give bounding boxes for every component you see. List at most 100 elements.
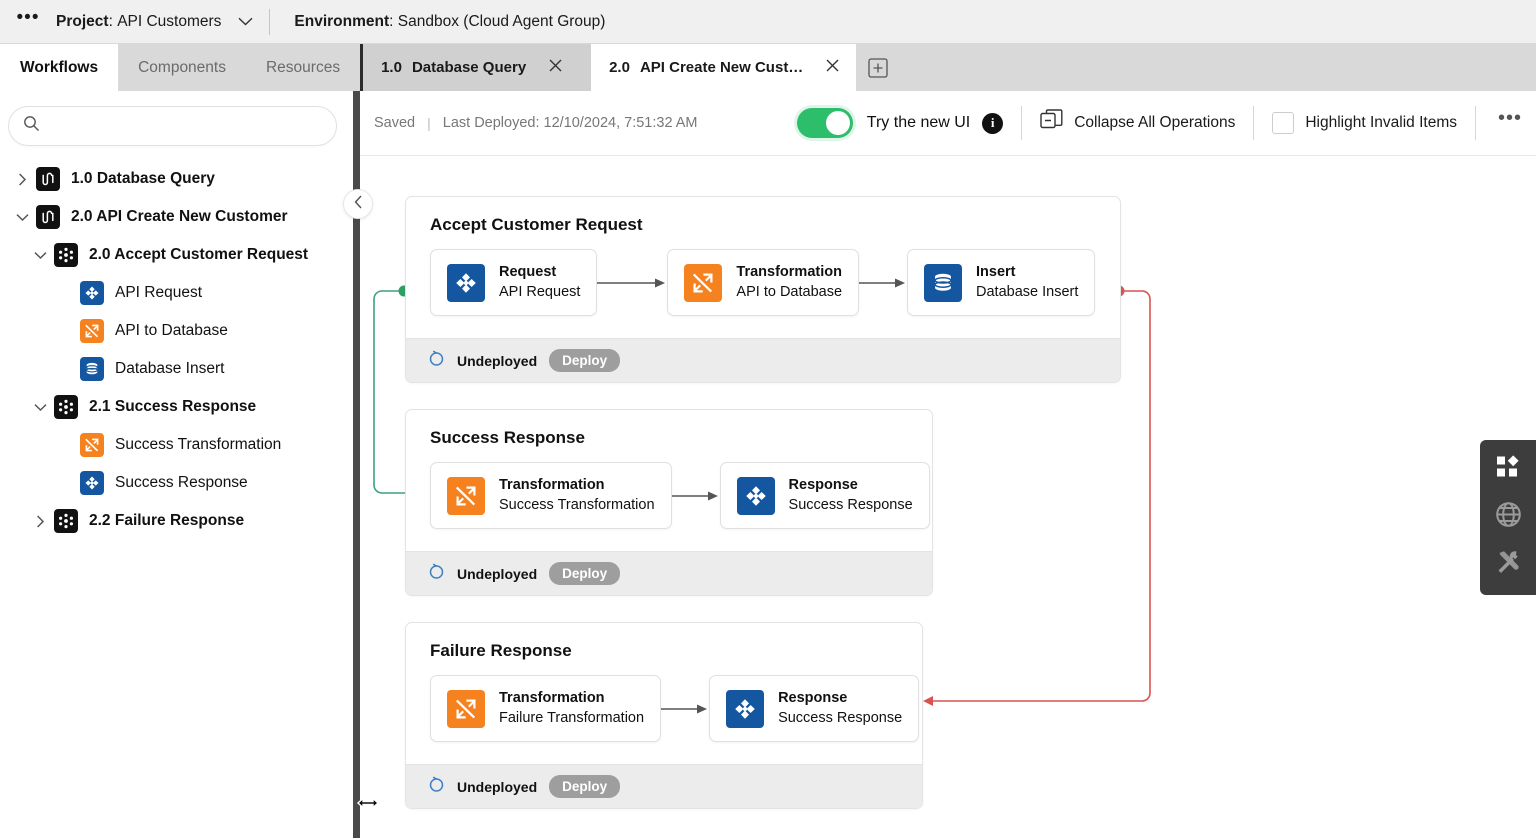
deploy-status-label: Undeployed (457, 565, 538, 582)
api-request-icon (726, 689, 765, 728)
tree-item-success-response[interactable]: Success Response (0, 464, 353, 502)
highlight-invalid-items-toggle[interactable]: Highlight Invalid Items (1272, 112, 1457, 134)
deploy-button[interactable]: Deploy (549, 775, 621, 799)
tree-item-api-request[interactable]: API Request (0, 274, 353, 312)
environment-name: Sandbox (Cloud Agent Group) (397, 12, 606, 30)
workflow-icon (36, 167, 60, 191)
operation-type: Response (778, 690, 848, 706)
doc-tab-title: API Create New Cust… (639, 59, 804, 76)
tools-button[interactable] (1490, 547, 1526, 583)
operation-text: Transformation Failure Transformation (499, 689, 644, 728)
chevron-down-icon[interactable] (8, 213, 36, 222)
api-request-icon (80, 281, 104, 305)
doc-tab-api-create-new-customer[interactable]: 2.0 API Create New Cust… (591, 44, 857, 91)
toolbar-divider-2 (1253, 106, 1255, 140)
components-palette-button[interactable] (1490, 452, 1526, 488)
operation-type: Request (499, 264, 557, 280)
tab-workflows[interactable]: Workflows (0, 44, 119, 91)
tree-item-database-insert[interactable]: Database Insert (0, 350, 353, 388)
highlight-invalid-checkbox[interactable] (1272, 112, 1295, 134)
tab-resources-label: Resources (265, 58, 341, 76)
operation-text: Response Success Response (778, 689, 902, 728)
card-title: Accept Customer Request (430, 215, 643, 234)
doc-tab-database-query[interactable]: 1.0 Database Query (363, 44, 592, 91)
endpoints-globe-button[interactable] (1490, 499, 1526, 535)
tree-item-1-0-database-query[interactable]: 1.0 Database Query (0, 160, 353, 198)
tree-item-2-2-failure-response[interactable]: 2.2 Failure Response (0, 502, 353, 540)
operation-card-failure-response[interactable]: Failure Response Transformation Failure … (405, 622, 923, 810)
card-title: Success Response (430, 428, 585, 447)
doc-tab-number: 2.0 (609, 59, 630, 76)
try-new-ui-toggle[interactable] (796, 108, 853, 138)
tree-item-success-transformation[interactable]: Success Transformation (0, 426, 353, 464)
workflow-icon (36, 205, 60, 229)
search-icon (23, 115, 40, 137)
operation-type: Response (788, 477, 858, 493)
operation-response-success-response[interactable]: Response Success Response (719, 462, 930, 530)
card-footer: Undeployed Deploy (406, 764, 922, 809)
tree-item-2-1-success-response[interactable]: 2.1 Success Response (0, 388, 353, 426)
tabstrip-empty-space (900, 44, 1536, 91)
app-menu-button[interactable]: ••• (16, 6, 40, 28)
info-icon[interactable]: i (982, 112, 1004, 134)
card-footer: Undeployed Deploy (406, 338, 1120, 383)
add-tab-button[interactable] (856, 44, 900, 91)
chevron-down-icon[interactable] (26, 403, 54, 412)
doc-tab-title: Database Query (411, 59, 527, 76)
operation-card-success-response[interactable]: Success Response Transformation Success … (405, 409, 933, 597)
operation-transformation-api-to-database[interactable]: Transformation API to Database (667, 249, 860, 317)
toolbar-more-button[interactable]: ••• (1497, 107, 1522, 129)
tree-item-label: 2.0 Accept Customer Request (89, 246, 309, 263)
deploy-status-label: Undeployed (457, 352, 538, 369)
chevron-right-icon[interactable] (26, 514, 54, 528)
deploy-button[interactable]: Deploy (549, 349, 621, 373)
tab-components[interactable]: Components (118, 44, 246, 91)
project-dropdown-button[interactable] (221, 13, 269, 31)
close-icon[interactable] (548, 58, 563, 77)
chevron-right-icon[interactable] (8, 172, 36, 186)
search-input[interactable] (50, 118, 322, 134)
sidebar-splitter[interactable] (353, 91, 360, 838)
operation-request-api-request[interactable]: Request API Request (430, 249, 598, 317)
search-box[interactable] (8, 106, 337, 146)
operation-name: Success Response (788, 496, 913, 513)
operation-card-accept-customer-request[interactable]: Accept Customer Request Request API Requ… (405, 196, 1121, 384)
operation-icon (54, 243, 78, 267)
operation-insert-database-insert[interactable]: Insert Database Insert (907, 249, 1096, 317)
tree-item-2-0-accept-customer-request[interactable]: 2.0 Accept Customer Request (0, 236, 353, 274)
undeployed-icon (428, 776, 445, 798)
info-icon-char: i (990, 115, 995, 130)
operation-transformation-success-transformation[interactable]: Transformation Success Transformation (430, 462, 672, 530)
tree-item-label: Success Transformation (115, 436, 282, 453)
close-icon[interactable] (825, 58, 840, 77)
tree-item-label: API to Database (115, 322, 228, 339)
last-deployed-status: Last Deployed: 12/10/2024, 7:51:32 AM (442, 115, 698, 131)
card-operations: Request API Request Transform (406, 235, 1120, 338)
collapse-all-operations-label: Collapse All Operations (1074, 114, 1236, 131)
tree-item-api-to-database[interactable]: API to Database (0, 312, 353, 350)
sidebar-collapse-button[interactable] (343, 189, 373, 219)
collapse-all-operations-button[interactable]: Collapse All Operations (1040, 109, 1235, 137)
tab-resources[interactable]: Resources (246, 44, 360, 91)
toolbar-divider-1 (1021, 106, 1023, 140)
operation-name: Failure Transformation (499, 709, 645, 726)
components-palette-icon (1495, 454, 1521, 485)
database-icon (80, 357, 104, 381)
globe-icon (1495, 501, 1522, 533)
project-label: Project (56, 12, 109, 30)
tree-item-label: Success Response (115, 474, 248, 491)
environment-label: Environment (294, 12, 390, 30)
operation-arrow (597, 276, 667, 290)
tree-item-2-0-api-create-new-customer[interactable]: 2.0 API Create New Customer (0, 198, 353, 236)
deploy-button[interactable]: Deploy (549, 562, 621, 586)
api-request-icon (447, 263, 485, 302)
operation-transformation-failure-transformation[interactable]: Transformation Failure Transformation (430, 675, 662, 743)
operation-text: Response Success Response (789, 476, 913, 515)
operation-text: Transformation Success Transformation (499, 476, 655, 515)
undeployed-icon (428, 350, 445, 372)
chevron-down-icon[interactable] (26, 251, 54, 260)
operation-text: Request API Request (499, 263, 580, 302)
tree-item-label: 2.2 Failure Response (89, 512, 245, 529)
operation-response-success-response[interactable]: Response Success Response (709, 675, 920, 743)
